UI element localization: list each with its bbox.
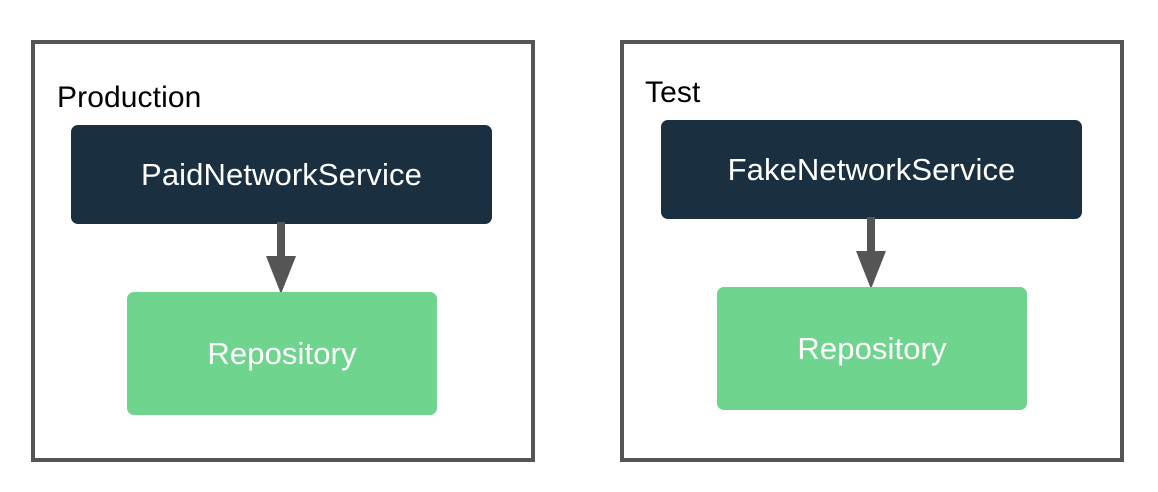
node-repository-production[interactable]: Repository: [127, 292, 437, 415]
node-fake-network-service[interactable]: FakeNetworkService: [661, 120, 1082, 219]
dependency-arrow-production: [266, 222, 296, 294]
node-label-paid-network-service: PaidNetworkService: [141, 157, 422, 192]
node-paid-network-service[interactable]: PaidNetworkService: [71, 125, 492, 224]
node-label-repository-production: Repository: [207, 336, 357, 371]
environment-panel-production: Production PaidNetworkService Repository: [31, 40, 535, 462]
panel-title-production: Production: [57, 81, 202, 114]
panel-title-test: Test: [645, 76, 701, 109]
node-label-fake-network-service: FakeNetworkService: [727, 152, 1016, 187]
environment-panel-test: Test FakeNetworkService Repository: [620, 40, 1124, 462]
node-repository-test[interactable]: Repository: [717, 287, 1027, 410]
dependency-arrow-test: [856, 217, 886, 289]
node-label-repository-test: Repository: [797, 331, 947, 366]
